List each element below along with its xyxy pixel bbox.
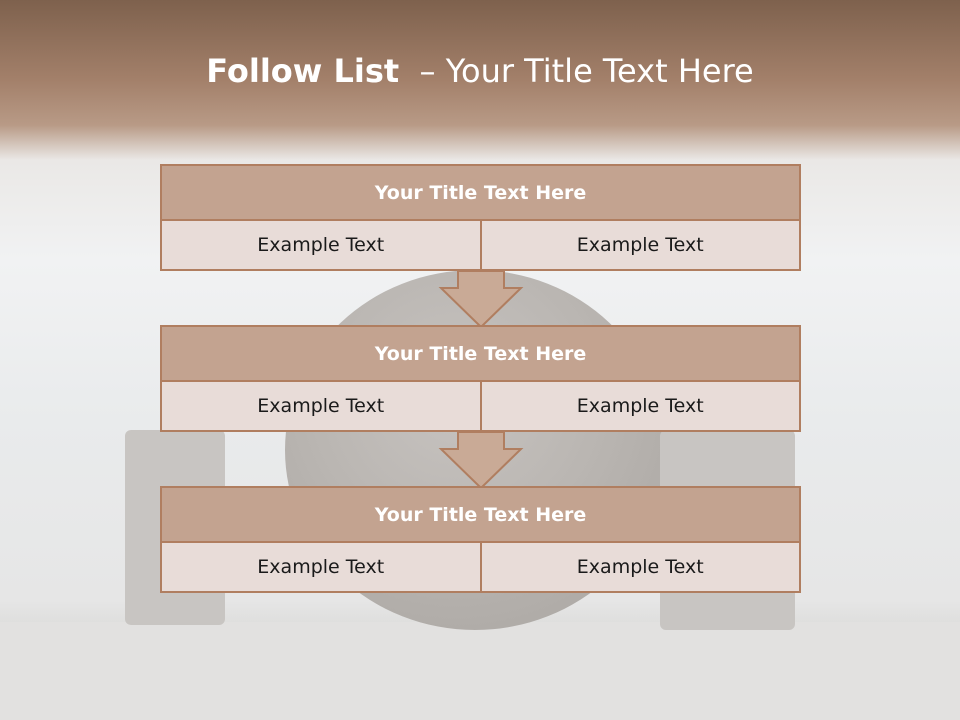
step-row: Example Text Example Text <box>160 382 801 432</box>
step-row: Example Text Example Text <box>160 221 801 271</box>
step-right-text: Example Text <box>481 221 801 271</box>
step-title: Your Title Text Here <box>160 486 801 543</box>
slide-title-rest: – Your Title Text Here <box>399 52 754 90</box>
step-title: Your Title Text Here <box>160 325 801 382</box>
step-block-2: Your Title Text Here Example Text Exampl… <box>160 325 801 432</box>
arrow-down-icon <box>438 270 524 328</box>
background-ground <box>0 622 960 720</box>
slide-title-strong: Follow List <box>206 52 400 90</box>
slide-title: Follow List – Your Title Text Here <box>0 52 960 90</box>
step-row: Example Text Example Text <box>160 543 801 593</box>
step-title: Your Title Text Here <box>160 164 801 221</box>
step-right-text: Example Text <box>481 543 801 593</box>
step-block-1: Your Title Text Here Example Text Exampl… <box>160 164 801 271</box>
arrow-down-icon <box>438 431 524 489</box>
step-left-text: Example Text <box>160 543 482 593</box>
step-block-3: Your Title Text Here Example Text Exampl… <box>160 486 801 593</box>
step-left-text: Example Text <box>160 221 482 271</box>
step-left-text: Example Text <box>160 382 482 432</box>
step-right-text: Example Text <box>481 382 801 432</box>
